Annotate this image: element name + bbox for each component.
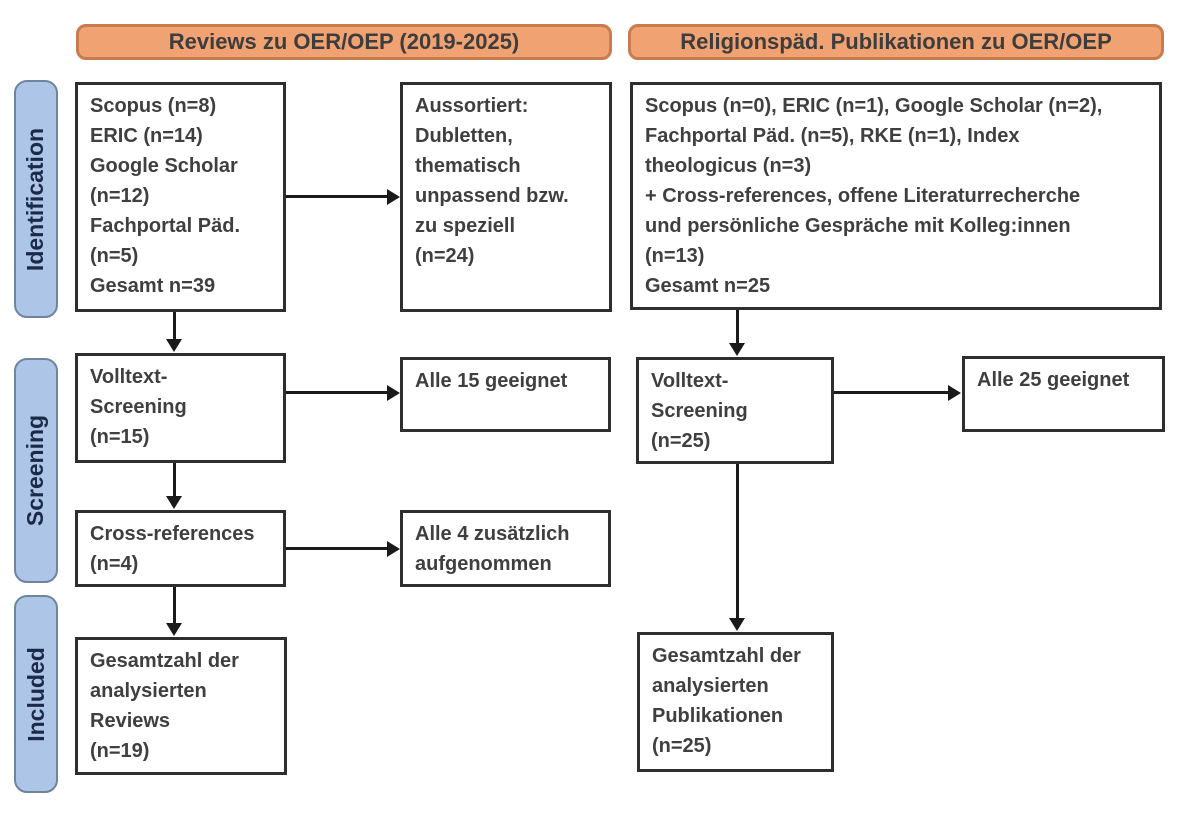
box-publications-fulltext-screening: Volltext- Screening (n=25) xyxy=(636,357,834,464)
box-line: Scopus (n=0), ERIC (n=1), Google Scholar… xyxy=(645,95,1103,117)
box-line: Gesamt n=39 xyxy=(90,275,216,297)
box-line: Fachportal Päd. (n=5), RKE (n=1), Index xyxy=(645,125,1020,147)
column-header-publications-label: Religionspäd. Publikationen zu OER/OEP xyxy=(680,29,1112,54)
box-line: Google Scholar xyxy=(90,155,238,177)
stage-screening-label: Screening xyxy=(22,414,49,527)
box-line: (n=24) xyxy=(415,245,475,267)
box-line: Screening xyxy=(651,400,748,422)
box-reviews-included-total: Gesamtzahl der analysierten Reviews (n=1… xyxy=(75,637,287,775)
box-line: (n=13) xyxy=(645,245,705,267)
box-line: Alle 15 geeignet xyxy=(415,370,568,392)
box-line: (n=19) xyxy=(90,740,150,762)
box-line: Aussortiert: xyxy=(415,95,529,117)
box-line: analysierten xyxy=(90,680,207,702)
box-line: theologicus (n=3) xyxy=(645,155,812,177)
box-line: (n=4) xyxy=(90,553,139,575)
box-line: (n=12) xyxy=(90,185,150,207)
stage-screening: Screening xyxy=(14,358,58,583)
box-line: aufgenommen xyxy=(415,553,552,575)
box-line: Dubletten, xyxy=(415,125,513,147)
box-publications-included-total: Gesamtzahl der analysierten Publikatione… xyxy=(637,632,834,772)
box-line: + Cross-references, offene Literaturrech… xyxy=(645,185,1081,207)
box-line: thematisch xyxy=(415,155,521,177)
box-reviews-added: Alle 4 zusätzlich aufgenommen xyxy=(400,510,611,587)
box-line: Publikationen xyxy=(652,705,784,727)
box-publications-eligible: Alle 25 geeignet xyxy=(962,356,1165,432)
box-line: analysierten xyxy=(652,675,769,697)
box-line: ERIC (n=14) xyxy=(90,125,203,147)
box-reviews-excluded: Aussortiert: Dubletten, thematisch unpas… xyxy=(400,82,612,312)
box-reviews-fulltext-screening: Volltext- Screening (n=15) xyxy=(75,353,286,463)
box-publications-sources: Scopus (n=0), ERIC (n=1), Google Scholar… xyxy=(630,82,1162,310)
box-line: (n=5) xyxy=(90,245,139,267)
stage-identification: Identification xyxy=(14,80,58,318)
box-line: Alle 4 zusätzlich xyxy=(415,523,570,545)
box-line: Scopus (n=8) xyxy=(90,95,217,117)
stage-included: Included xyxy=(14,595,58,793)
stage-identification-label: Identification xyxy=(22,127,49,271)
box-line: Fachportal Päd. xyxy=(90,215,241,237)
stage-included-label: Included xyxy=(22,646,49,742)
column-header-reviews-label: Reviews zu OER/OEP (2019-2025) xyxy=(168,29,520,54)
box-reviews-crossreferences: Cross-references (n=4) xyxy=(75,510,286,587)
box-line: (n=15) xyxy=(90,426,150,448)
box-line: und persönliche Gespräche mit Kolleg:inn… xyxy=(645,215,1071,237)
box-line: Gesamtzahl der xyxy=(652,645,801,667)
box-line: Screening xyxy=(90,396,187,418)
box-line: Cross-references xyxy=(90,523,255,545)
box-line: Reviews xyxy=(90,710,171,732)
box-reviews-sources: Scopus (n=8) ERIC (n=14) Google Scholar … xyxy=(75,82,286,312)
box-line: unpassend bzw. xyxy=(415,185,569,207)
box-line: (n=25) xyxy=(652,735,712,757)
box-line: Volltext- xyxy=(90,366,168,388)
box-line: Volltext- xyxy=(651,370,729,392)
box-line: Gesamtzahl der xyxy=(90,650,239,672)
box-line: zu speziell xyxy=(415,215,516,237)
column-header-reviews: Reviews zu OER/OEP (2019-2025) xyxy=(76,24,612,60)
box-reviews-eligible: Alle 15 geeignet xyxy=(400,357,611,432)
box-line: (n=25) xyxy=(651,430,711,452)
column-header-publications: Religionspäd. Publikationen zu OER/OEP xyxy=(628,24,1164,60)
box-line: Gesamt n=25 xyxy=(645,275,771,297)
box-line: Alle 25 geeignet xyxy=(977,369,1130,391)
